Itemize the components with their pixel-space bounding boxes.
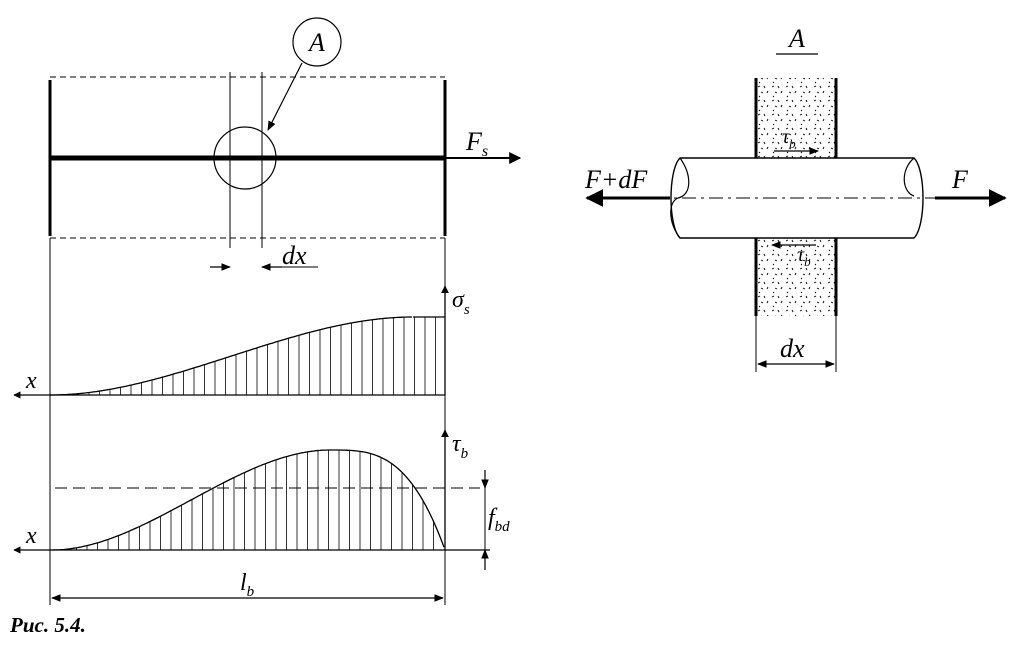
force-left-label: F+dF <box>584 165 648 194</box>
dx-label: dx <box>282 241 307 270</box>
bond-x-label: x <box>25 523 37 549</box>
tau-top-label: τb <box>782 126 796 151</box>
concrete-block-top <box>756 78 836 158</box>
bar-break-right <box>903 157 915 197</box>
callout-bubble <box>292 17 342 67</box>
steel-stress-plot: σs x <box>13 285 470 399</box>
bond-hatching <box>65 450 434 550</box>
lb-label: lb <box>240 570 255 600</box>
tau-bottom-label: τb <box>797 244 811 269</box>
force-right-label: F <box>951 165 969 194</box>
concrete-block-bottom <box>756 238 836 316</box>
callout-label: A <box>307 28 325 57</box>
bond-curve <box>52 449 445 551</box>
detail-view: A F+dF F τb τb dx <box>584 24 1007 372</box>
bar-break-left <box>670 157 690 239</box>
stress-x-label: x <box>25 368 37 394</box>
detail-title: A <box>787 24 805 53</box>
figure-caption: Рис. 5.4. <box>9 613 86 637</box>
bond-stress-plot: τb x fbd lb <box>13 429 510 602</box>
detail-circle <box>213 126 277 190</box>
specimen-view: Fs A dx <box>48 17 522 271</box>
stress-curve <box>50 316 412 396</box>
fbd-label: fbd <box>488 505 510 535</box>
callout-leader <box>267 62 303 131</box>
stress-axis-label: σs <box>452 287 470 318</box>
force-fs-label: Fs <box>465 127 488 160</box>
bond-axis-label: τb <box>452 431 469 462</box>
detail-dx-label: dx <box>780 334 805 363</box>
stress-hatching <box>67 317 436 395</box>
